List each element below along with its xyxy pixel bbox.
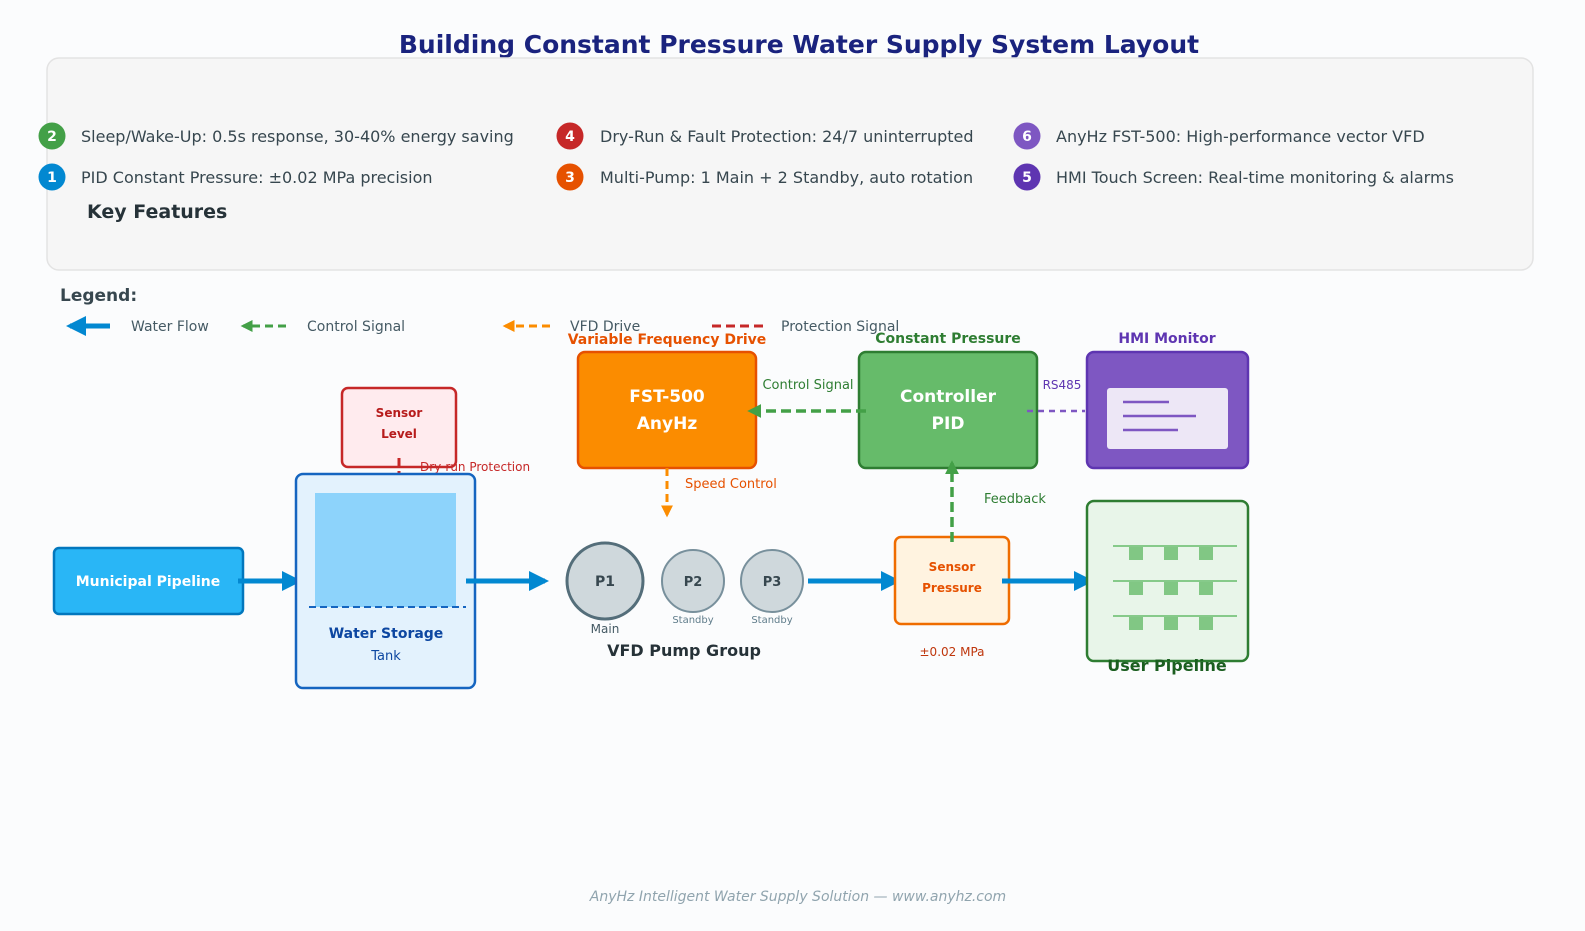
feature-badge [38, 163, 66, 191]
level-sensor-line2: Level [381, 427, 417, 441]
legend: Legend: Water Flow Control Signal VFD Dr… [60, 286, 899, 336]
feature-item: 5 HMI Touch Screen: Real-time monitoring… [1013, 163, 1454, 191]
feature-badge [556, 122, 584, 150]
level-sensor-line1: Sensor [376, 406, 423, 420]
level-sensor: Sensor Level [340, 386, 458, 469]
vfd-title: Variable Frequency Drive [568, 332, 767, 348]
pressure-sensor-line2: Pressure [922, 581, 982, 595]
feedback-label: Feedback [984, 492, 1046, 507]
feature-number: 4 [565, 129, 575, 145]
feature-text: HMI Touch Screen: Real-time monitoring &… [1056, 168, 1454, 187]
pump-p2: P2 Standby [661, 549, 725, 626]
feature-item: 1 PID Constant Pressure: ±0.02 MPa preci… [38, 163, 433, 191]
feature-badge [1013, 163, 1041, 191]
control-signal-label: Control Signal [762, 378, 853, 393]
feature-text: Dry-Run & Fault Protection: 24/7 uninter… [600, 127, 974, 146]
feature-item: 6 AnyHz FST-500: High-performance vector… [1013, 122, 1425, 150]
legend-title: Legend: [60, 286, 137, 306]
vfd-line1: FST-500 [629, 387, 705, 407]
dry-run-protection-label: Dry-run Protection [420, 460, 530, 474]
controller-line2: PID [932, 414, 965, 434]
legend-control-signal-label: Control Signal [307, 319, 405, 335]
feature-number: 6 [1022, 129, 1032, 145]
key-features-panel: 2 Sleep/Wake-Up: 0.5s response, 30-40% e… [38, 57, 1534, 271]
pump-label: P1 [595, 574, 615, 590]
footer: AnyHz Intelligent Water Supply Solution … [589, 889, 1006, 905]
legend-water-flow-label: Water Flow [131, 319, 209, 335]
municipal-pipeline: Municipal Pipeline [52, 546, 245, 616]
pump-role: Standby [751, 615, 792, 626]
key-features-heading: Key Features [87, 201, 227, 223]
legend-protection-signal-label: Protection Signal [781, 319, 899, 335]
legend-vfd-drive-label: VFD Drive [570, 319, 640, 335]
feature-item: 4 Dry-Run & Fault Protection: 24/7 unint… [556, 122, 974, 150]
speed-control-label: Speed Control [685, 477, 777, 492]
feature-badge [556, 163, 584, 191]
feature-badge [38, 122, 66, 150]
feature-text: PID Constant Pressure: ±0.02 MPa precisi… [81, 168, 433, 187]
vfd-box: FST-500 AnyHz [576, 350, 758, 470]
feature-text: AnyHz FST-500: High-performance vector V… [1056, 127, 1425, 146]
page-title: Building Constant Pressure Water Supply … [399, 30, 1199, 59]
rs485-label: RS485 [1043, 378, 1082, 392]
hmi-screen [1107, 388, 1228, 449]
tank-water [315, 493, 456, 607]
vfd-line2: AnyHz [637, 414, 698, 434]
feature-number: 5 [1022, 170, 1032, 186]
pid-controller-box: Controller PID [857, 350, 1039, 470]
pump-role: Main [591, 622, 620, 636]
pump-p3: P3 Standby [740, 549, 804, 626]
controller-title: Constant Pressure [875, 331, 1021, 347]
hmi-monitor [1085, 350, 1250, 470]
pressure-sensor: Sensor Pressure [893, 535, 1011, 626]
controller-line1: Controller [900, 387, 997, 407]
feature-text: Sleep/Wake-Up: 0.5s response, 30-40% ene… [81, 127, 514, 146]
feature-item: 3 Multi-Pump: 1 Main + 2 Standby, auto r… [556, 163, 973, 191]
user-pipeline: User Pipeline [1085, 499, 1250, 675]
feature-badge [1013, 122, 1041, 150]
feature-number: 3 [565, 170, 575, 186]
pump-p1: P1 Main [565, 541, 645, 636]
feature-number: 2 [47, 129, 57, 145]
pump-group-label: VFD Pump Group [607, 641, 761, 660]
pump-role: Standby [672, 615, 713, 626]
tank-label-line2: Tank [370, 649, 401, 664]
municipal-pipeline-label: Municipal Pipeline [76, 574, 221, 590]
user-pipeline-label: User Pipeline [1107, 656, 1227, 675]
precision-label: ±0.02 MPa [920, 645, 985, 659]
pump-label: P2 [684, 575, 703, 590]
water-storage-tank: Water Storage Tank [294, 472, 477, 690]
pump-label: P3 [763, 575, 782, 590]
feature-item: 2 Sleep/Wake-Up: 0.5s response, 30-40% e… [38, 122, 514, 150]
feature-number: 1 [47, 170, 57, 186]
pressure-sensor-line1: Sensor [929, 560, 976, 574]
tank-label-line1: Water Storage [329, 626, 444, 642]
feature-text: Multi-Pump: 1 Main + 2 Standby, auto rot… [600, 168, 973, 187]
hmi-title: HMI Monitor [1118, 331, 1215, 347]
